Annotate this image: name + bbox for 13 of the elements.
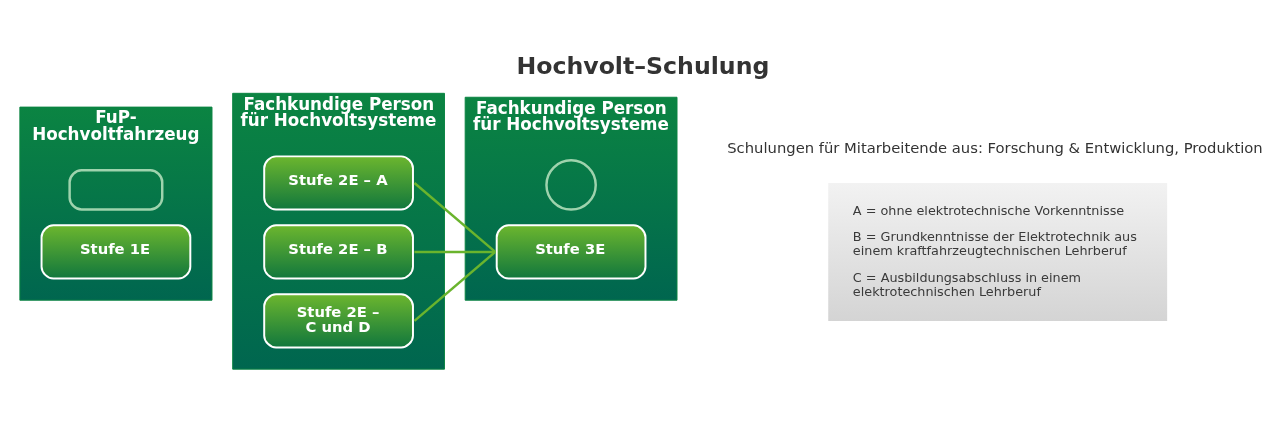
node-circle: [545, 159, 597, 211]
node-box: Stufe 2E – C und D: [263, 293, 414, 349]
node-box: [68, 168, 164, 211]
node-box: Stufe 2E – A: [263, 155, 414, 211]
label: Schulungen für Mitarbeitende aus: Forschung & Entwicklung, Produktion: [727, 138, 1263, 156]
connector: [414, 250, 496, 254]
node-box: Stufe 2E – B: [263, 224, 414, 280]
node-box: Stufe 1E: [40, 224, 192, 280]
node-box: Stufe 3E: [495, 224, 647, 280]
node-box: A = ohne elektrotechnische Vorkenntnisse B = Grundkenntnisse der Elektrotechnik aus einem kraftfahrzeugtechnischen Lehrberuf C = Ausbildungsabschluss in einem elektrotechnischen Lehrberuf: [828, 182, 1168, 321]
diagram-title: Hochvolt–Schulung: [516, 51, 770, 80]
connector: [413, 182, 497, 253]
connector: [413, 251, 497, 322]
